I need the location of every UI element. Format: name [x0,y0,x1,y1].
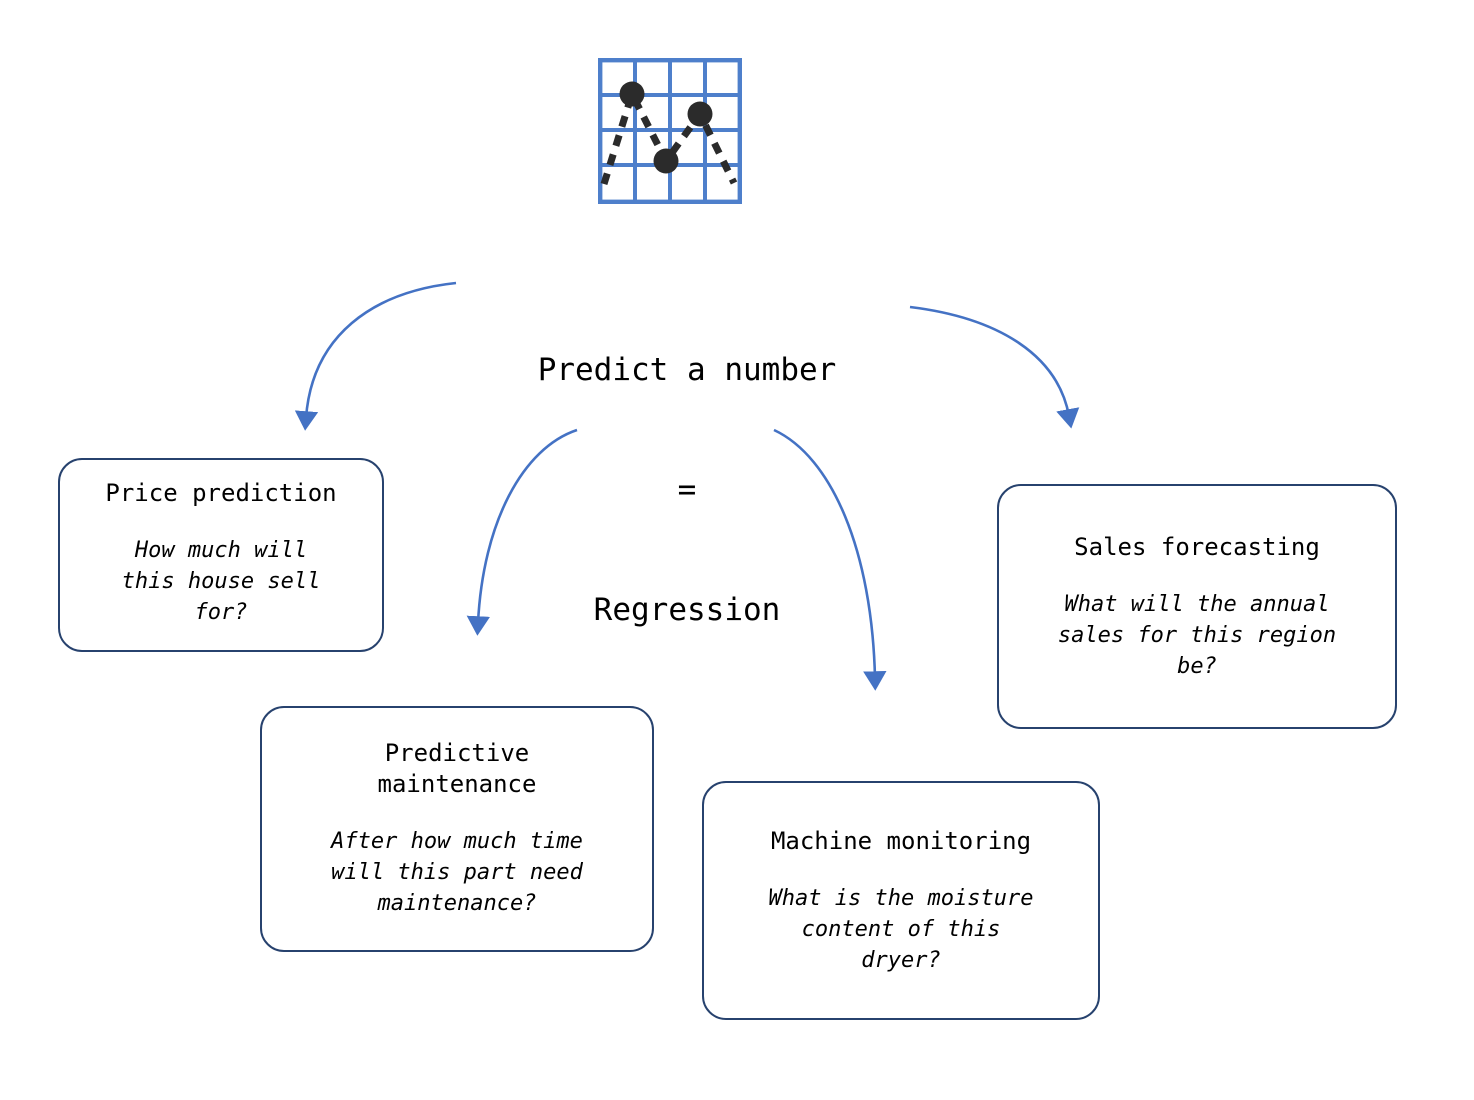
node-question: What is the moisture content of this dry… [768,885,1034,973]
center-heading-line-3: Regression [593,592,781,628]
node-machine-monitoring[interactable]: Machine monitoring What is the moisture … [702,781,1100,1020]
center-heading-line-2: = [677,472,697,508]
node-title: Machine monitoring [770,826,1032,855]
node-title: Sales forecasting [1074,532,1320,561]
node-title: Predictive maintenance [377,738,537,798]
arrow-to-price-prediction [294,281,457,431]
node-title: Price prediction [105,479,337,507]
node-question: How much will this house sell for? [121,538,321,625]
center-heading: Predict a number = Regression [437,270,937,710]
center-heading-line-1: Predict a number [537,352,837,388]
line-chart-grid-icon [598,58,742,204]
node-question: After how much time will this part need … [331,828,583,916]
node-question: What will the annual sales for this regi… [1057,591,1337,679]
node-sales-forecasting[interactable]: Sales forecasting What will the annual s… [997,484,1397,729]
node-price-prediction[interactable]: Price prediction How much will this hous… [58,458,384,652]
node-predictive-maintenance[interactable]: Predictive maintenance After how much ti… [260,706,654,952]
